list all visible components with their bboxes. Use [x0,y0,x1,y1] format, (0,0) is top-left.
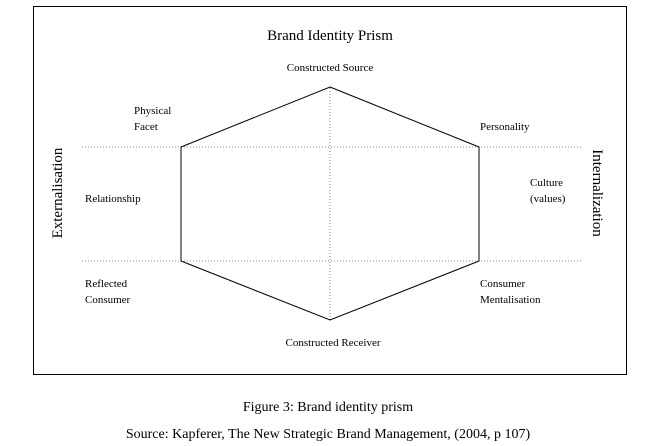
internalization-label: Internalization [589,149,605,237]
personality-label: Personality [480,121,530,133]
culture-label: Culture (values) [530,177,566,205]
figure-source: Source: Kapferer, The New Strategic Bran… [125,427,531,442]
prism-hexagon [180,86,480,321]
figure-caption: Figure 3: Brand identity prism [242,400,414,415]
diagram-title: Brand Identity Prism [267,28,393,44]
constructed-receiver-label: Constructed Receiver [285,337,381,349]
constructed-source-label: Constructed Source [286,62,374,74]
physical-facet-label: Physical Facet [134,105,172,133]
relationship-label: Relationship [85,193,141,205]
consumer-mentalisation-label: Consumer Mentalisation [480,278,541,306]
externalisation-label: Externalisation [50,147,66,239]
reflected-consumer-label: Reflected Consumer [85,278,131,306]
